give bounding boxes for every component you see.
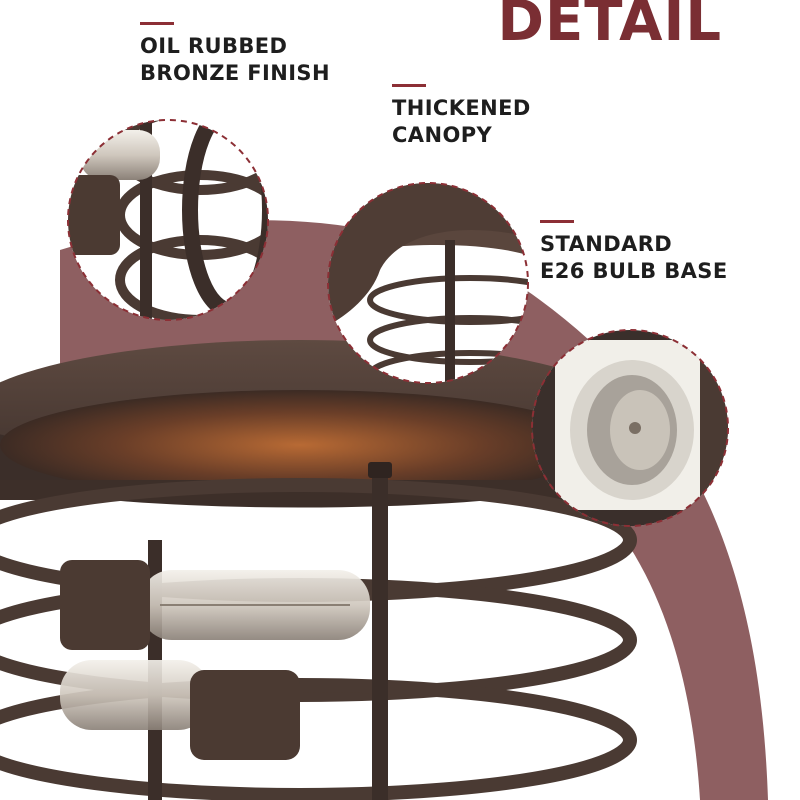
callout-finish-line1: OIL RUBBED [140, 34, 288, 58]
callout-canopy-accent-bar [392, 84, 426, 87]
callout-canopy-line2: CANOPY [392, 123, 493, 147]
callout-bulb-base-accent-bar [540, 220, 574, 223]
callout-finish-line2: BRONZE FINISH [140, 61, 330, 85]
fixture-illustration [0, 340, 640, 800]
callout-canopy-line1: THICKENED [392, 96, 531, 120]
detail-circle-bulb-base [531, 329, 729, 527]
detail-circle-canopy [327, 182, 529, 384]
detail-circle-finish [67, 119, 269, 321]
callout-bulb-base-line2: E26 BULB BASE [540, 259, 728, 283]
callout-canopy: THICKENED CANOPY [392, 84, 531, 149]
callout-bulb-base: STANDARD E26 BULB BASE [540, 220, 728, 285]
callout-bulb-base-line1: STANDARD [540, 232, 673, 256]
page-title: DETAIL [497, 0, 722, 54]
callout-finish: OIL RUBBED BRONZE FINISH [140, 22, 330, 87]
callout-finish-accent-bar [140, 22, 174, 25]
